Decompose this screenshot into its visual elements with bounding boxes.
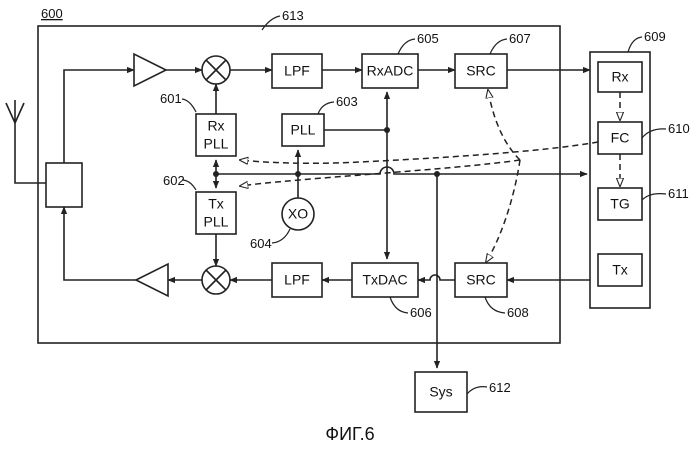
sys-ref: 612 bbox=[489, 380, 511, 395]
rx-pll-line1: Rx bbox=[207, 118, 224, 134]
xo-label: XO bbox=[288, 206, 308, 222]
txdac-ref: 606 bbox=[410, 305, 432, 320]
controller-ref: 609 bbox=[644, 29, 666, 44]
pll-ref: 603 bbox=[336, 94, 358, 109]
sys-leader bbox=[467, 387, 487, 394]
tx-label: Tx bbox=[612, 262, 628, 278]
sys-label: Sys bbox=[429, 384, 452, 400]
fc-label: FC bbox=[611, 130, 630, 146]
lpf-rx-label: LPF bbox=[284, 63, 310, 79]
lpf-tx-label: LPF bbox=[284, 272, 310, 288]
transceiver-ref: 613 bbox=[282, 8, 304, 23]
tg-ref: 611 bbox=[668, 186, 689, 201]
xo-ref: 604 bbox=[250, 236, 272, 251]
tx-pll-line1: Tx bbox=[208, 196, 224, 212]
src-tx-label: SRC bbox=[466, 272, 496, 288]
src-tx-ref: 608 bbox=[507, 305, 529, 320]
rx-label: Rx bbox=[611, 69, 628, 85]
rx-pll-ref: 601 bbox=[160, 91, 182, 106]
tx-pll-line2: PLL bbox=[204, 214, 229, 230]
rx-pll-line2: PLL bbox=[204, 136, 229, 152]
tg-label: TG bbox=[610, 196, 629, 212]
figure-caption: ФИГ.6 bbox=[325, 424, 374, 444]
controller-leader bbox=[628, 37, 642, 52]
rx-mixer-icon bbox=[202, 56, 230, 84]
tx-pll-ref: 602 bbox=[163, 173, 185, 188]
txdac-label: TxDAC bbox=[362, 272, 407, 288]
tx-mixer-icon bbox=[202, 266, 230, 294]
duplexer-block bbox=[46, 163, 82, 207]
src-rx-label: SRC bbox=[466, 63, 496, 79]
rxadc-ref: 605 bbox=[417, 31, 439, 46]
src-rx-ref: 607 bbox=[509, 31, 531, 46]
rxadc-label: RxADC bbox=[367, 63, 414, 79]
fc-ref: 610 bbox=[668, 121, 690, 136]
figure-number: 600 bbox=[41, 6, 63, 21]
pll-label: PLL bbox=[291, 122, 316, 138]
